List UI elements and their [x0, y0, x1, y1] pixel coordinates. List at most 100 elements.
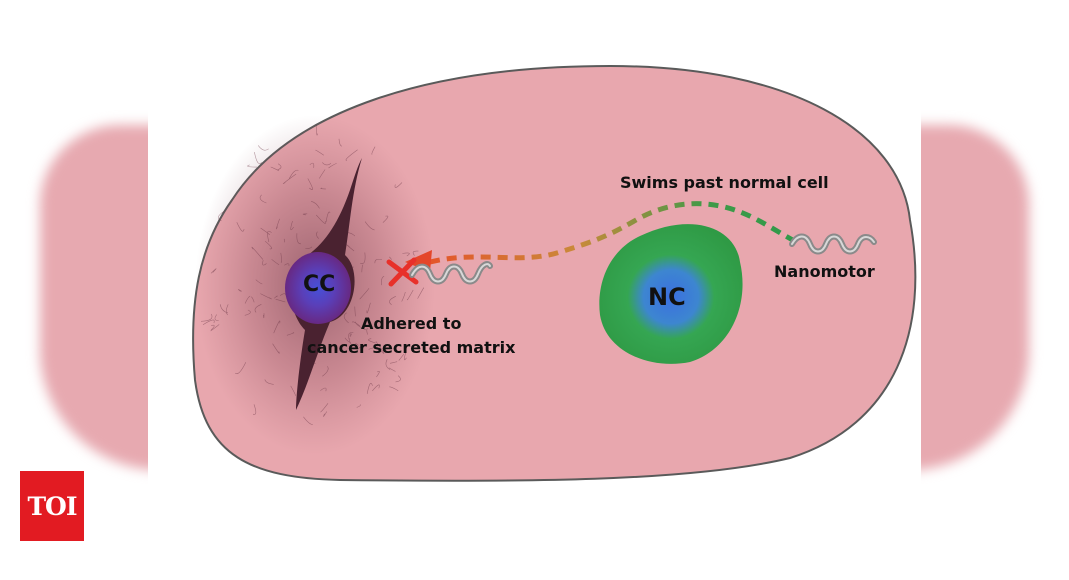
matrix-fiber	[309, 162, 315, 168]
cancer-cell	[285, 252, 351, 324]
matrix-fiber	[351, 321, 361, 327]
matrix-fiber	[244, 309, 251, 316]
swims-past-label: Swims past normal cell	[620, 173, 829, 192]
matrix-fiber	[283, 238, 285, 243]
nanomotor-path	[429, 201, 802, 265]
matrix-fiber	[302, 213, 308, 216]
matrix-fiber	[319, 169, 326, 179]
matrix-fiber	[284, 263, 290, 267]
matrix-fiber	[361, 264, 364, 273]
matrix-fiber	[349, 338, 352, 345]
matrix-fiber	[389, 361, 398, 364]
matrix-fiber	[356, 404, 361, 408]
matrix-fiber	[264, 240, 273, 250]
matrix-fiber	[368, 346, 378, 350]
matrix-fiber	[315, 124, 318, 136]
matrix-fiber	[235, 362, 247, 374]
matrix-fiber	[348, 332, 354, 340]
matrix-fiber	[403, 351, 407, 361]
matrix-fiber	[389, 256, 392, 260]
matrix-fiber	[290, 221, 294, 231]
matrix-fiber	[371, 146, 376, 155]
matrix-fiber	[385, 359, 391, 370]
matrix-fiber	[244, 295, 251, 304]
matrix-fiber	[214, 314, 219, 321]
matrix-fiber	[374, 258, 382, 264]
matrix-fiber	[417, 287, 424, 299]
matrix-fiber	[218, 211, 225, 222]
matrix-fiber	[210, 324, 215, 331]
matrix-fiber	[316, 231, 319, 239]
matrix-fiber	[355, 321, 366, 331]
matrix-fiber	[311, 201, 320, 209]
matrix-fiber	[395, 375, 401, 383]
matrix-fiber	[315, 214, 326, 224]
matrix-fiber	[210, 268, 217, 274]
matrix-fiber	[368, 338, 376, 344]
matrix-fiber	[286, 332, 295, 336]
matrix-fiber	[260, 293, 272, 300]
matrix-fiber	[358, 344, 364, 349]
matrix-fiber	[375, 341, 385, 354]
matrix-fiber	[259, 194, 267, 204]
blocked-cross	[386, 257, 419, 287]
normal-cell-label: NC	[648, 283, 686, 311]
matrix-fiber	[359, 288, 370, 300]
matrix-fiber	[343, 312, 349, 324]
matrix-fiber	[274, 295, 278, 299]
matrix-fiber	[267, 230, 272, 243]
matrix-fiber	[344, 337, 352, 344]
matrix-fiber	[305, 246, 313, 249]
matrix-fiber	[290, 385, 296, 397]
matrix-fiber	[389, 386, 399, 391]
matrix-fiber	[325, 211, 331, 223]
matrix-fiber	[275, 299, 286, 303]
matrix-fiber	[264, 379, 274, 385]
matrix-fiber	[376, 371, 380, 378]
adhered-label-line1: Adhered to	[360, 314, 462, 333]
matrix-fiber	[273, 320, 281, 334]
matrix-fiber	[389, 296, 396, 305]
matrix-fiber	[394, 182, 403, 188]
matrix-fiber	[260, 227, 270, 235]
adhered-label: Adhered to cancer secreted matrix	[307, 312, 515, 360]
matrix-fiber	[398, 353, 405, 361]
toi-logo[interactable]: TOI	[20, 471, 84, 541]
matrix-fiber	[247, 164, 258, 168]
matrix-fiber	[372, 384, 380, 392]
matrix-fiber	[412, 250, 419, 256]
matrix-fiber	[322, 162, 332, 166]
matrix-fiber	[202, 319, 215, 325]
matrix-fiber	[366, 328, 369, 335]
matrix-fiber	[225, 304, 229, 316]
matrix-fiber	[338, 138, 343, 147]
matrix-fiber	[262, 260, 267, 266]
matrix-fiber	[296, 233, 302, 245]
matrix-fiber	[345, 149, 358, 161]
matrix-fiber	[322, 366, 329, 377]
matrix-fiber	[257, 145, 269, 151]
adhered-label-line2: cancer secreted matrix	[307, 338, 516, 357]
matrix-fiber	[255, 279, 263, 285]
matrix-fiber	[307, 178, 313, 190]
matrix-fiber	[360, 252, 366, 264]
matrix-fiber	[277, 163, 282, 171]
matrix-fiber	[280, 252, 282, 263]
matrix-fiber	[381, 276, 385, 286]
matrix-fiber	[271, 259, 280, 265]
matrix-fiber	[402, 252, 410, 257]
matrix-fiber	[366, 302, 371, 314]
matrix-fiber	[388, 367, 396, 372]
matrix-fiber	[406, 289, 414, 301]
matrix-fiber	[303, 416, 313, 425]
matrix-fiber	[251, 296, 255, 303]
matrix-fiber	[254, 152, 262, 164]
matrix-fiber	[382, 215, 389, 223]
matrix-fiber	[200, 313, 213, 322]
matrix-fiber	[251, 246, 264, 260]
matrix-fiber	[263, 313, 265, 319]
matrix-fiber	[254, 304, 262, 313]
matrix-fiber	[364, 221, 375, 231]
